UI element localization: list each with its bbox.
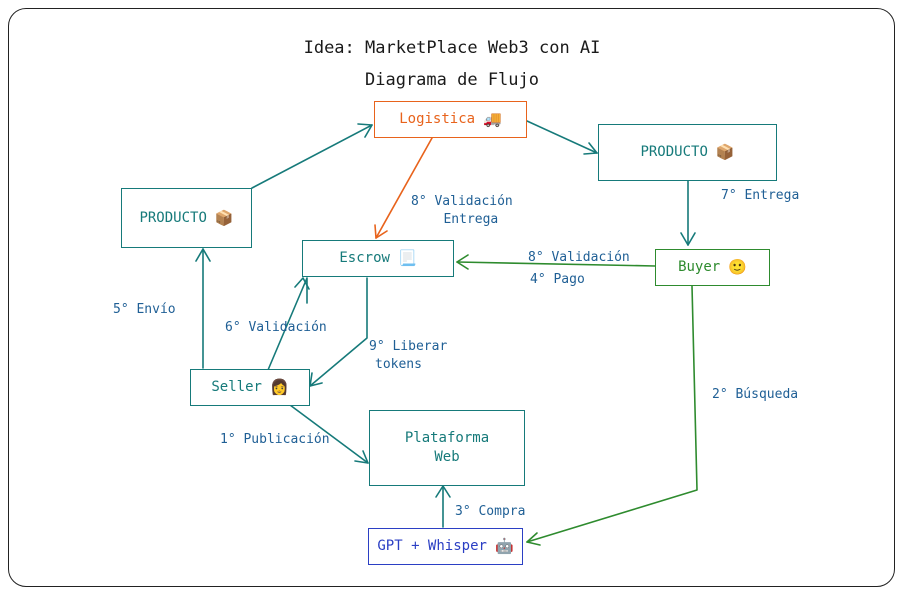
label-compra: 3° Compra [455,504,526,519]
document-icon: 📃 [397,249,417,268]
node-plataforma-line1: Plataforma [404,430,490,447]
diagram-frame [8,8,895,587]
label-envio: 5° Envío [113,302,176,317]
woman-icon: 👩 [269,378,289,397]
truck-icon: 🚚 [483,110,502,129]
node-gpt-label: GPT + Whisper [377,538,487,555]
arrow-seller-to-escrow [267,277,308,371]
label-entrega: 7° Entrega [721,188,800,203]
diagram-title: Idea: MarketPlace Web3 con AI [303,38,601,58]
node-buyer: Buyer 🙂 [655,249,770,286]
node-escrow: Escrow 📃 [302,240,454,277]
node-plataforma-line2: Web [434,449,460,465]
node-logistica-label: Logistica [399,111,476,128]
arrow-producto-to-logistica [251,124,373,189]
arrow-escrow-to-seller [309,277,368,387]
node-plataforma-web: Plataforma Web [369,410,525,486]
node-seller-label: Seller [211,379,262,396]
label-busqueda: 2° Búsqueda [712,387,799,402]
node-buyer-label: Buyer [678,259,721,276]
node-seller: Seller 👩 [190,369,310,406]
node-escrow-label: Escrow [339,250,390,267]
label-liberar-tokens: 9° Liberar tokens [369,339,448,372]
node-producto-left: PRODUCTO 📦 [121,188,252,248]
smiley-icon: 🙂 [728,258,747,277]
arrow-seller-to-plataforma [289,404,369,464]
arrow-logistica-to-escrow [375,137,433,239]
label-publicacion: 1° Publicación [220,432,330,447]
node-producto-left-label: PRODUCTO [139,209,207,226]
node-logistica: Logistica 🚚 [374,101,527,138]
node-producto-right-label: PRODUCTO [640,144,708,161]
label-validacion-buyer: 8° Validación [528,250,630,265]
label-validacion-seller: 6° Validación [225,320,327,335]
node-gpt-whisper: GPT + Whisper 🤖 [368,528,523,565]
diagram-subtitle: Diagrama de Flujo [365,70,539,90]
package-icon: 📦 [214,208,234,227]
node-producto-right: PRODUCTO 📦 [598,124,777,181]
arrow-logistica-to-producto [526,120,598,154]
package-icon: 📦 [715,143,735,162]
label-pago: 4° Pago [530,272,585,287]
arrow-buyer-to-escrow [456,261,656,267]
label-validacion-entrega: 8° Validación Entrega [411,194,513,227]
arrow-buyer-to-gpt [526,285,698,543]
robot-icon: 🤖 [494,537,514,556]
